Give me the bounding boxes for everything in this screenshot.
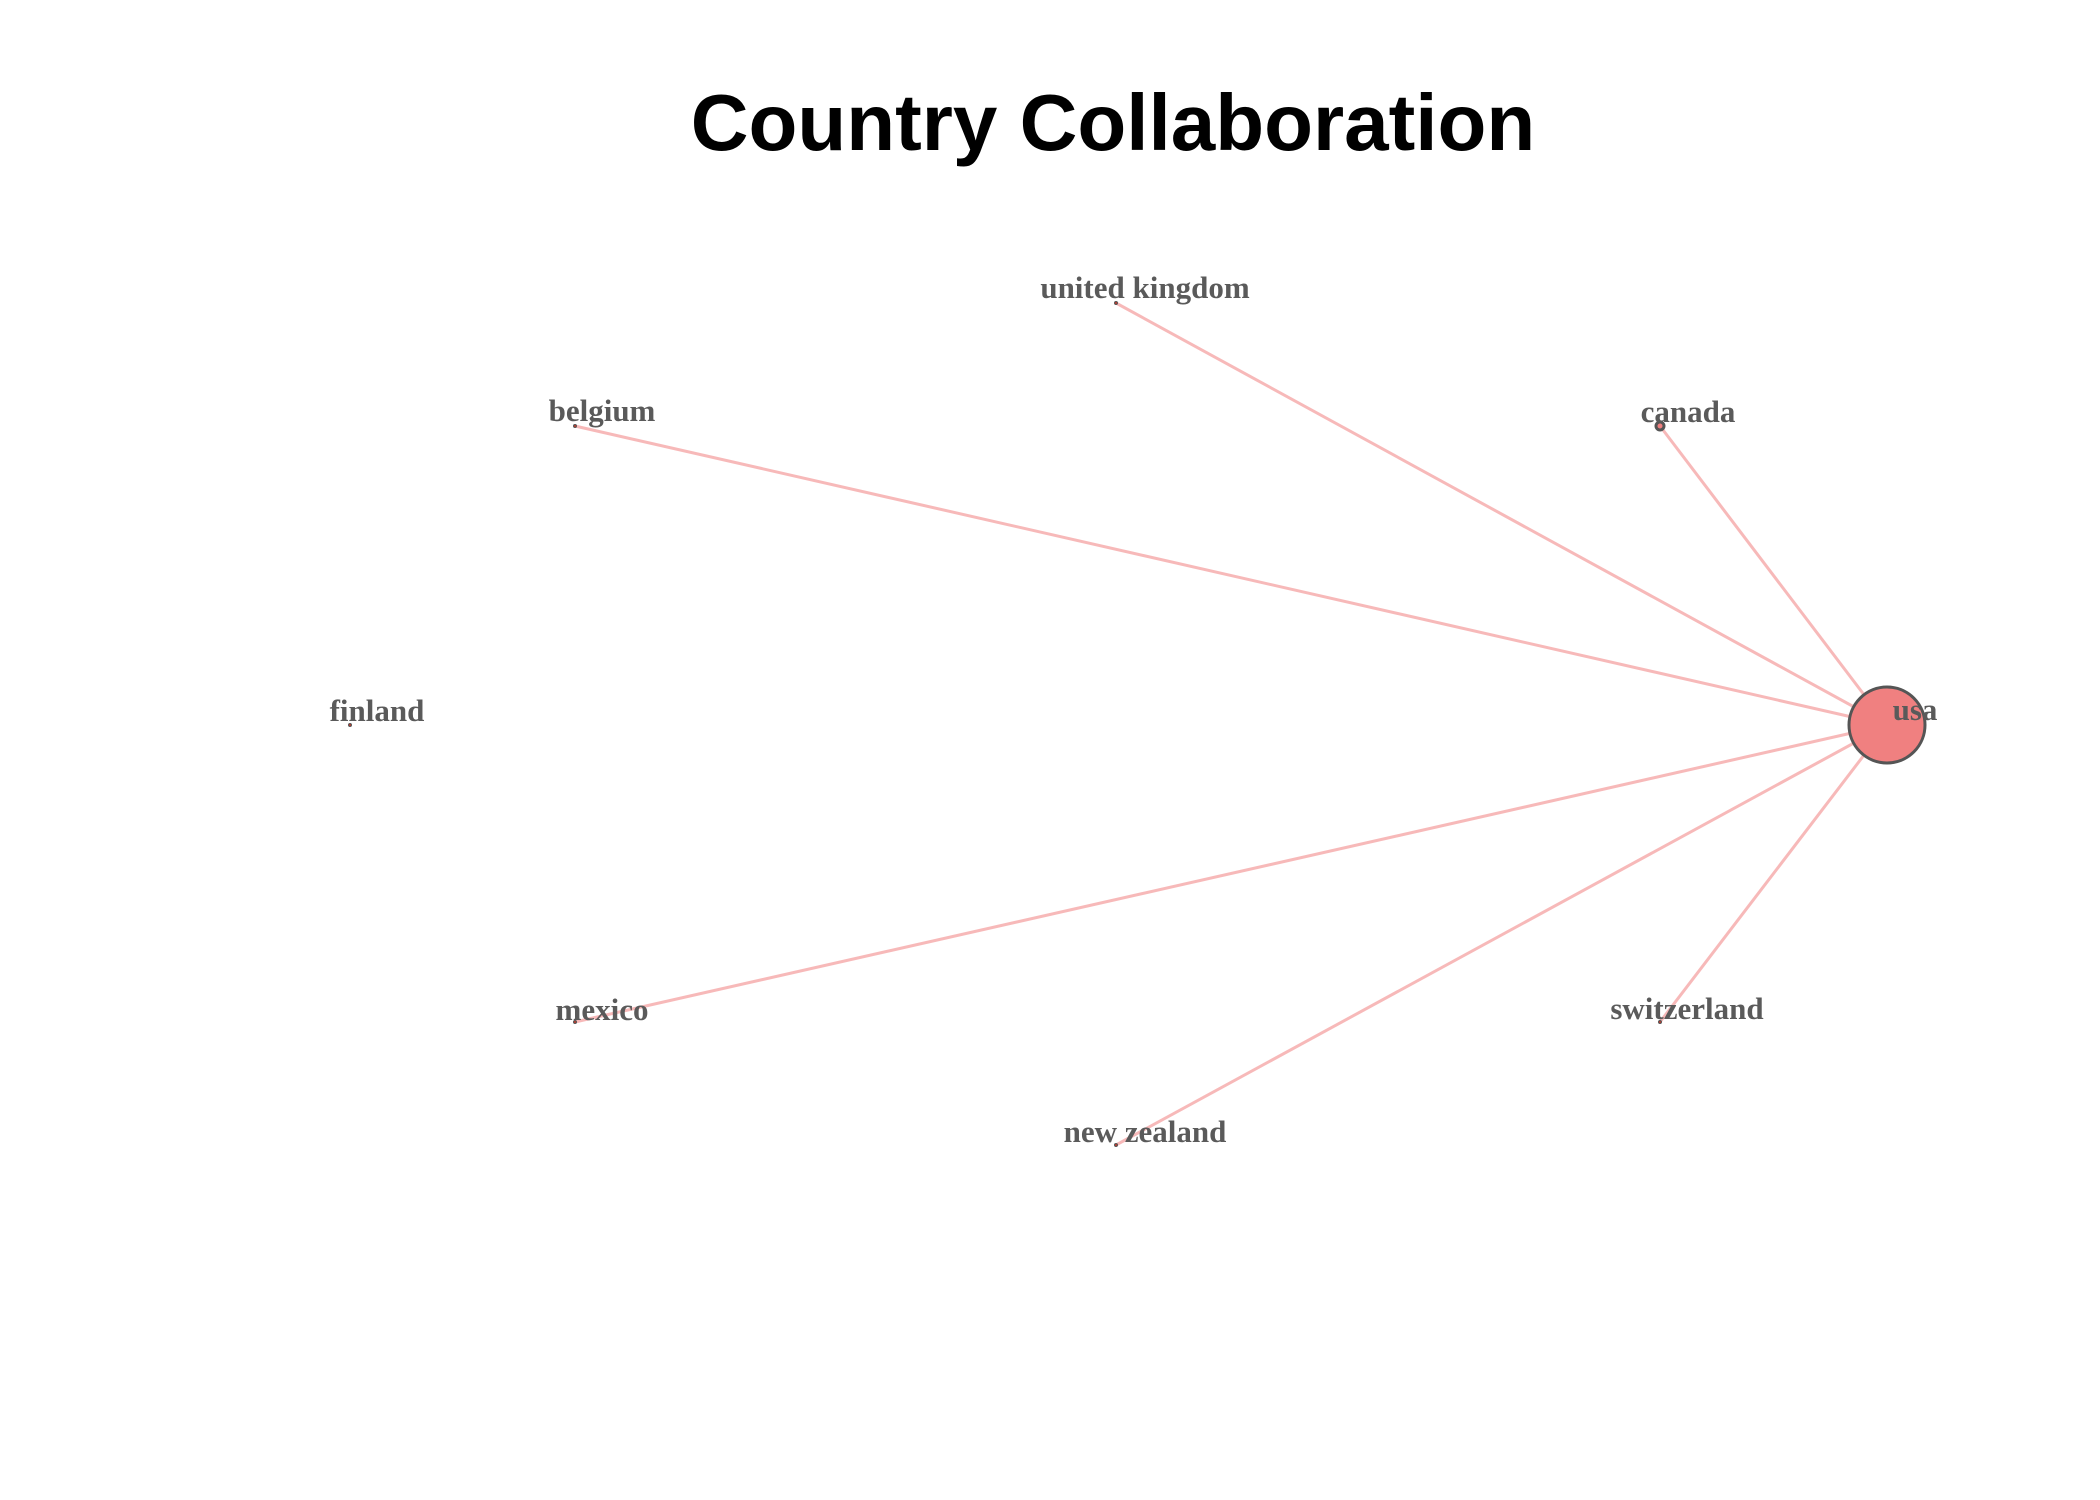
edge-usa-new-zealand — [1115, 723, 1888, 1147]
node-label-united-kingdom: united kingdom — [1040, 270, 1250, 305]
edge-usa-switzerland — [1658, 724, 1889, 1023]
edge-usa-belgium — [574, 424, 1888, 727]
node-canada[interactable] — [1654, 420, 1666, 432]
node-belgium[interactable] — [573, 424, 577, 428]
node-united-kingdom[interactable] — [1114, 301, 1118, 305]
edge-usa-united-kingdom — [1115, 301, 1888, 727]
node-label-new-zealand: new zealand — [1064, 1114, 1227, 1149]
edge-usa-canada — [1658, 425, 1889, 726]
node-finland[interactable] — [348, 723, 352, 727]
edge-usa-mexico — [574, 723, 1888, 1024]
node-usa[interactable] — [1847, 685, 1927, 765]
node-switzerland[interactable] — [1658, 1020, 1662, 1024]
node-label-belgium: belgium — [549, 393, 656, 428]
node-mexico[interactable] — [573, 1020, 577, 1024]
chart-title: Country Collaboration — [691, 78, 1535, 167]
node-label-mexico: mexico — [556, 992, 649, 1027]
edges-layer — [574, 301, 1889, 1147]
node-label-usa: usa — [1893, 692, 1938, 727]
node-label-switzerland: switzerland — [1610, 991, 1763, 1026]
labels-layer: usa canada united kingdom belgium finland mex… — [330, 270, 1938, 1149]
node-new-zealand[interactable] — [1114, 1143, 1118, 1147]
nodes-layer — [348, 301, 1927, 1147]
node-label-canada: canada — [1641, 394, 1736, 429]
node-label-finland: finland — [330, 693, 425, 728]
